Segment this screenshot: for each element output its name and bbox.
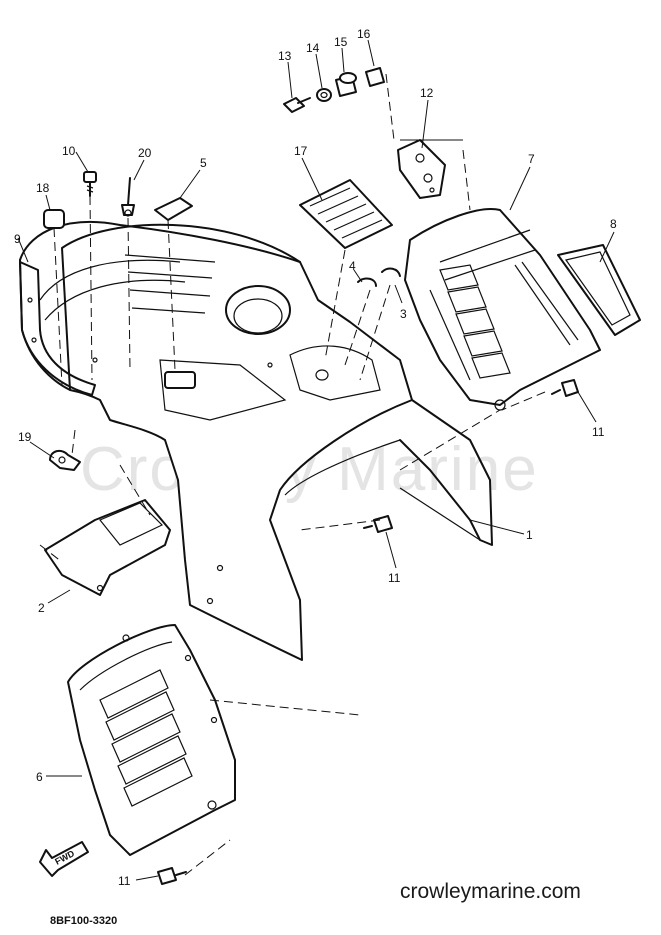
part-17-label [299,179,393,249]
part-7-right-panel [404,208,601,411]
part-7-louvers [439,264,511,379]
fwd-arrow-icon: FWD [39,841,89,877]
callout-18: 18 [36,181,50,195]
callout-11-bottom: 11 [118,874,131,888]
part-20-clip [121,177,135,217]
parts-3-4-clips [357,267,401,287]
parts-13-16-fasteners [283,67,385,113]
callout-8: 8 [610,217,617,231]
callout-15: 15 [334,35,348,49]
part-8-cover-plate [557,244,641,336]
callout-7: 7 [528,152,535,166]
part-10-screw [83,171,97,197]
part-6-front-panel [67,624,236,856]
callout-numbers: 1 2 3 4 5 6 7 8 9 10 11 11 11 11 12 13 1… [14,27,617,888]
part-1-main-cowling [19,221,493,661]
diagram-code: 8BF100-3320 [50,915,117,927]
callout-16: 16 [357,27,371,41]
callout-3: 3 [400,307,407,321]
part-6-louvers [99,669,193,807]
part-2-lower-cover [44,499,171,596]
callout-17: 17 [294,144,308,158]
callout-1: 1 [526,528,533,542]
callout-9: 9 [14,232,21,246]
callout-4: 4 [349,259,356,273]
callout-2: 2 [38,601,45,615]
part-5-grommet [154,197,193,221]
part-9-left-shroud [19,261,96,396]
callout-13: 13 [278,49,292,63]
part-11-bolts [157,379,579,885]
part-12-bracket [397,139,446,199]
callout-10: 10 [62,144,76,158]
leader-lines [17,39,615,881]
callout-11-right: 11 [592,425,605,439]
part-18-cap [43,209,65,229]
callout-12: 12 [420,86,434,100]
callout-11-center: 11 [388,571,401,585]
callout-14: 14 [306,41,320,55]
assembly-lines [39,73,546,876]
callout-20: 20 [138,146,152,160]
part-19-clamp [49,449,81,471]
site-url: crowleymarine.com [400,880,581,903]
callout-19: 19 [18,430,32,444]
callout-6: 6 [36,770,43,784]
callout-5: 5 [200,156,207,170]
